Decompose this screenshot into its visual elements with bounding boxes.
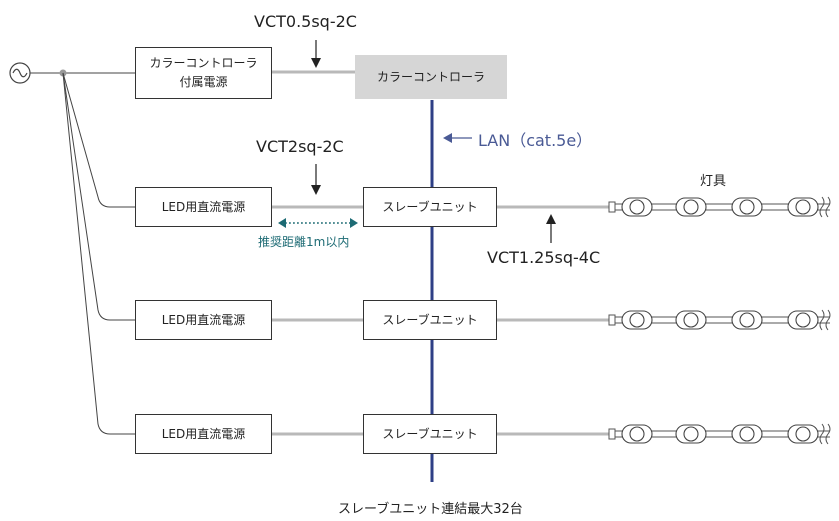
cable-label-psu: VCT2sq-2C <box>256 137 344 156</box>
led-dc-psu-box-3: LED用直流電源 <box>135 414 272 454</box>
wire-to-psu-1 <box>62 72 135 208</box>
distance-indicator <box>278 218 358 228</box>
arrow-cable-top <box>311 40 321 68</box>
fixture-label: 灯具 <box>700 174 727 189</box>
led-dc-psu-box-2: LED用直流電源 <box>135 300 272 340</box>
led-dc-psu-box-1: LED用直流電源 <box>135 187 272 227</box>
led-psu-label-1: LED用直流電源 <box>161 199 246 214</box>
cable-label-top: VCT0.5sq-2C <box>254 12 357 31</box>
arrow-cable-psu <box>311 164 321 195</box>
wire-to-psu-2 <box>62 72 135 321</box>
color-controller-label: カラーコントローラ <box>376 69 485 84</box>
slave-unit-label-3: スレーブユニット <box>382 426 478 441</box>
led-psu-label-3: LED用直流電源 <box>161 426 246 441</box>
max-slaves-label: スレーブユニット連結最大32台 <box>338 502 523 517</box>
wire-to-psu-3 <box>62 72 135 435</box>
ac-source-icon <box>9 62 31 84</box>
cable-label-lamp: VCT1.25sq-4C <box>487 248 601 267</box>
arrow-cable-lamp <box>546 214 556 243</box>
slave-unit-label-2: スレーブユニット <box>382 312 478 327</box>
slave-unit-box-2: スレーブユニット <box>363 300 497 340</box>
arrow-lan <box>443 133 472 143</box>
led-lamp-icon <box>608 423 831 445</box>
controller-psu-label-line2: 付属電源 <box>179 75 228 89</box>
led-psu-label-2: LED用直流電源 <box>161 312 246 327</box>
controller-psu-label-line1: カラーコントローラ <box>149 56 258 70</box>
recommended-distance-label: 推奨距離1m以内 <box>258 235 350 249</box>
led-lamp-icon <box>608 309 831 331</box>
led-lamp-icon <box>608 196 831 218</box>
slave-unit-box-3: スレーブユニット <box>363 414 497 454</box>
lan-label: LAN（cat.5e） <box>478 131 593 150</box>
color-controller-box: カラーコントローラ <box>355 55 507 99</box>
slave-unit-box-1: スレーブユニット <box>363 187 497 227</box>
controller-power-supply-box: カラーコントローラ 付属電源 <box>135 47 272 99</box>
slave-unit-label-1: スレーブユニット <box>382 199 478 214</box>
